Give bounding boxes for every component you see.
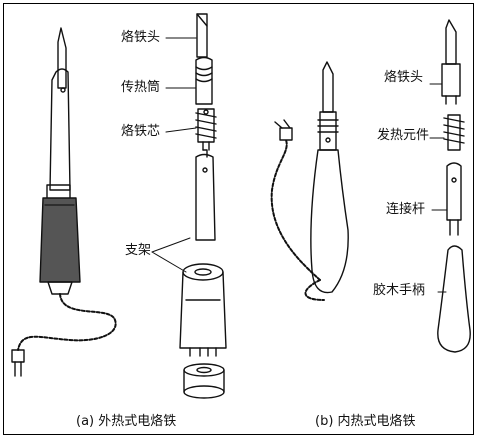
label-tube-a: 传热筒 [121,80,161,95]
label-tip-a: 烙铁头 [121,30,161,45]
label-handle-b: 胶木手柄 [373,283,426,298]
label-tip-b: 烙铁头 [384,70,424,85]
external-iron-assembled [11,27,117,377]
leader-lines-b [429,83,448,293]
caption-a: (a) 外热式电烙铁 [76,414,177,429]
internal-iron-exploded [437,19,471,353]
leader-lines-a [151,37,197,273]
label-core-a: 烙铁芯 [121,124,161,139]
external-iron-exploded [179,13,227,399]
label-bracket-a: 支架 [125,243,152,258]
figure-frame [3,3,474,435]
internal-iron-assembled [270,61,349,301]
label-element-b: 发热元件 [377,128,430,143]
label-rod-b: 连接杆 [386,202,426,217]
caption-b: (b) 内热式电烙铁 [315,414,416,429]
